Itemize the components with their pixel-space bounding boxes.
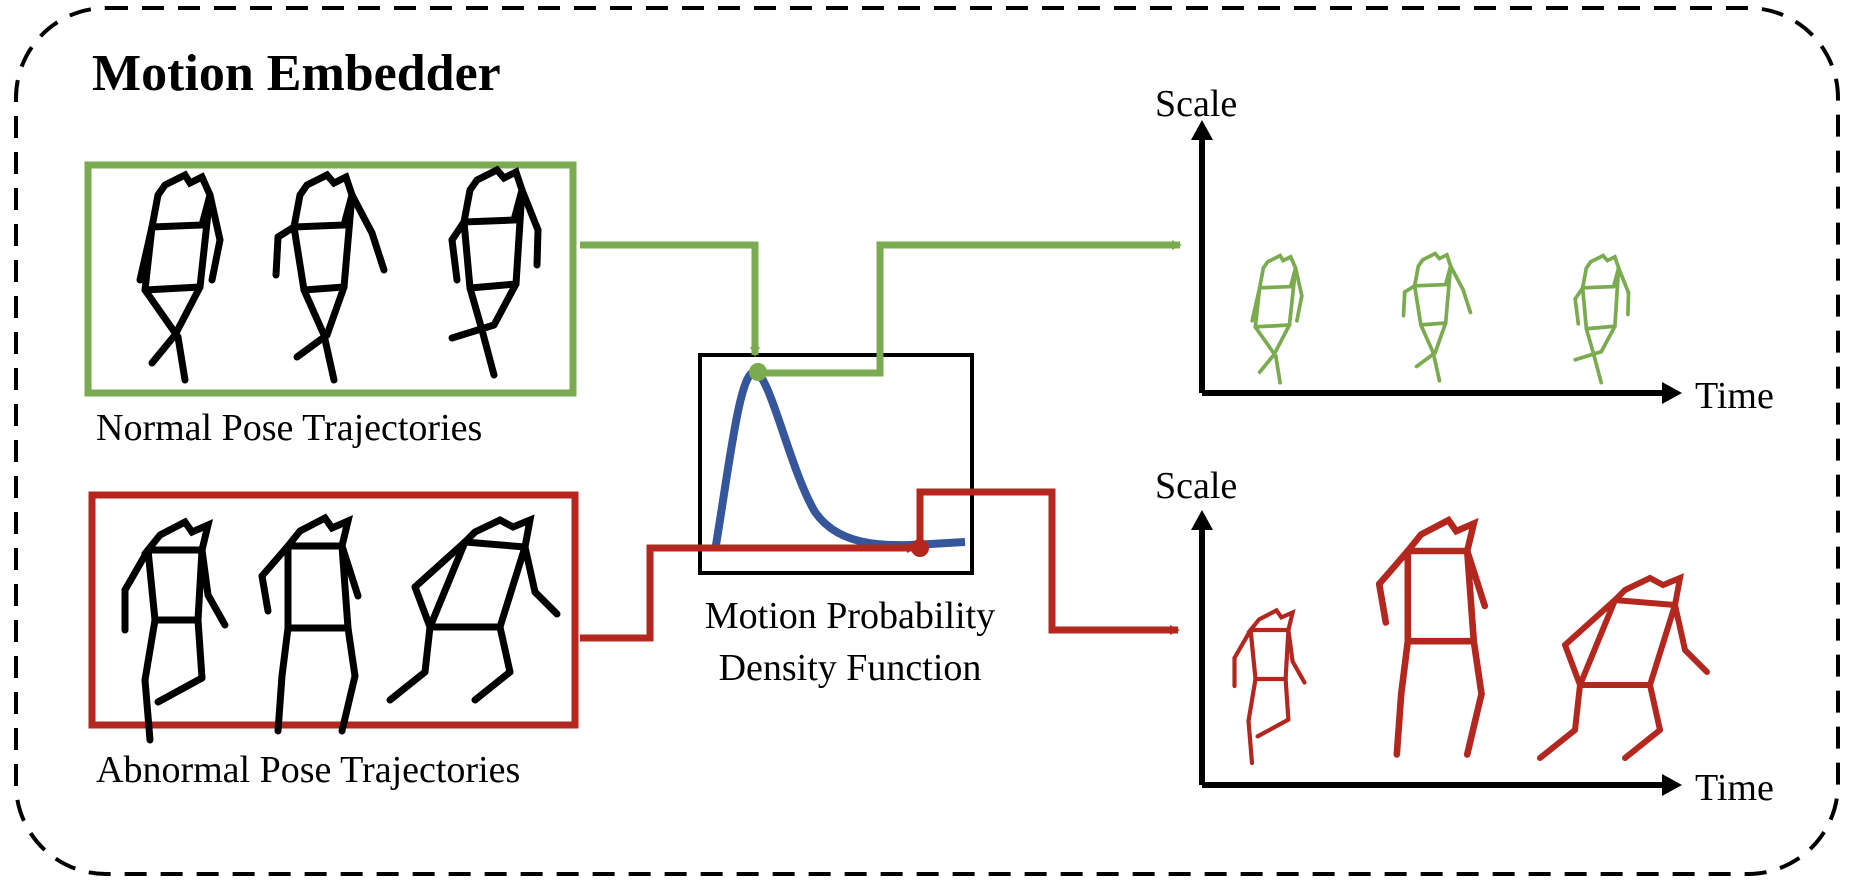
stick-figure-icon [262,518,358,731]
stick-figure-icon [1250,253,1304,385]
abnormal-pose-label: Abnormal Pose Trajectories [96,749,520,791]
normal-plot-y-label: Scale [1155,83,1237,125]
embedder-border [14,6,1840,876]
stick-figure-icon [1573,253,1631,385]
stick-figure-icon [276,175,384,380]
stick-figure-icon [125,522,225,740]
abnormal-plot-x-label: Time [1695,767,1774,809]
pdf-label-line2: Density Function [719,647,982,689]
abnormal-plot-y-label: Scale [1155,465,1237,507]
stick-figure-icon [1235,610,1305,763]
normal-pose-box [84,161,577,397]
abnormal-plot [1191,510,1707,796]
abnormal-point [911,539,929,557]
stick-figure-icon [452,170,538,375]
stick-figure-icon [1540,578,1707,758]
diagram-title: Motion Embedder [92,45,501,102]
pdf-label-line1: Motion Probability [705,595,995,637]
normal-plot-x-label: Time [1695,375,1774,417]
stick-figure-icon [390,520,557,700]
stick-figure-icon [140,175,220,380]
normal-pose-label: Normal Pose Trajectories [96,407,482,449]
pdf-box [698,353,974,575]
stick-figure-icon [1401,251,1473,383]
normal-plot [1191,120,1682,404]
abnormal-flow-arrow [580,488,1180,642]
normal-flow-arrow [580,240,1182,381]
normal-point [749,363,767,381]
abnormal-pose-box [88,491,579,740]
pdf-curve [712,368,966,550]
stick-figure-icon [1379,520,1485,754]
